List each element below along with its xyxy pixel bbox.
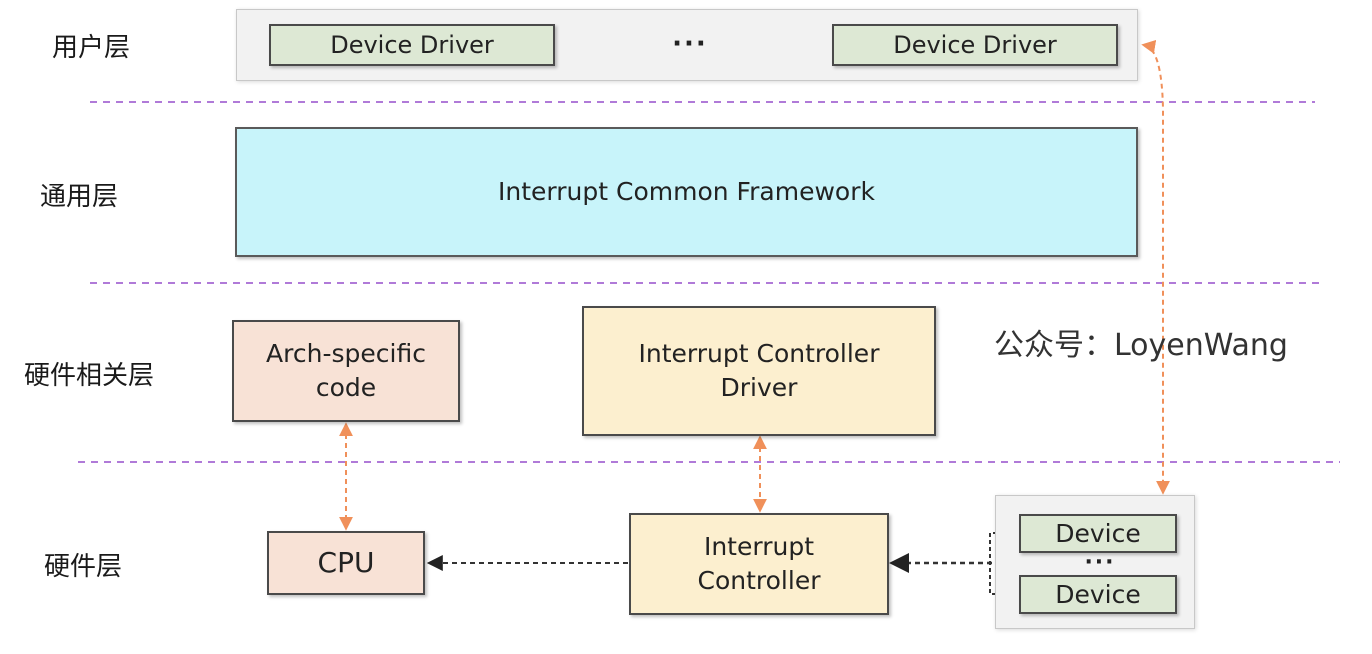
device-driver-box-left: Device Driver [269, 24, 555, 66]
interrupt-common-framework-box: Interrupt Common Framework [235, 127, 1138, 257]
device-ellipsis: ··· [1084, 549, 1116, 575]
layer-label-common: 通用层 [40, 182, 119, 212]
layer-label-user: 用户层 [52, 33, 131, 63]
watermark-text: 公众号：LoyenWang [994, 328, 1288, 363]
arrow-driver-device [1141, 39, 1170, 495]
arch-specific-code-box: Arch-specific code [232, 320, 460, 422]
device-driver-box-right: Device Driver [832, 24, 1118, 66]
interrupt-controller-driver-box: Interrupt Controller Driver [582, 306, 936, 436]
layer-label-hw-related: 硬件相关层 [24, 361, 155, 391]
interrupt-controller-box: Interrupt Controller [629, 513, 889, 615]
layer-label-hardware: 硬件层 [44, 552, 123, 582]
cpu-box: CPU [267, 531, 425, 595]
device-box-top: Device [1019, 514, 1177, 553]
user-layer-ellipsis: ··· [672, 29, 708, 59]
device-box-bottom: Device [1019, 575, 1177, 614]
